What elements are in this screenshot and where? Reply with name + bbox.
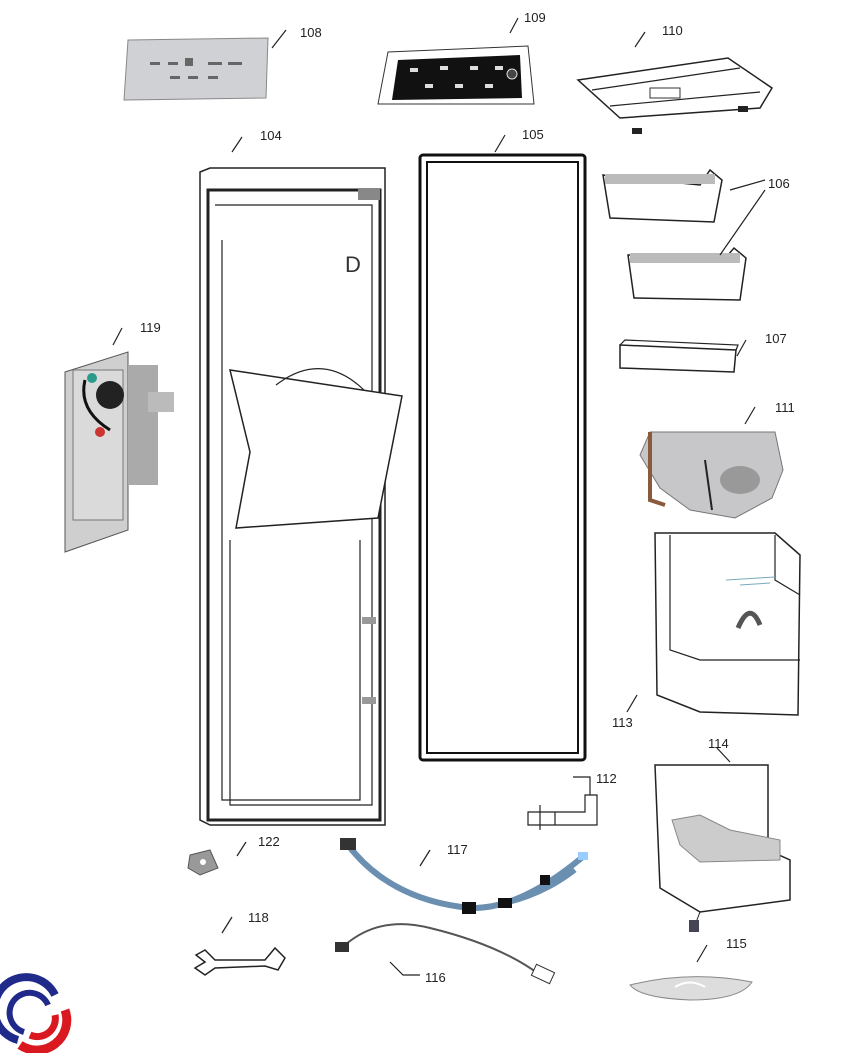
part-116-sensor-wire[interactable] xyxy=(335,923,556,985)
label-107: 107 xyxy=(765,331,787,346)
part-108-control-panel-cover[interactable] xyxy=(123,37,269,101)
part-117-wire-harness[interactable] xyxy=(340,838,588,914)
part-119-dispenser-housing[interactable] xyxy=(64,351,174,553)
part-111-ice-chute[interactable] xyxy=(639,431,784,519)
label-113: 113 xyxy=(612,715,633,730)
label-114: 114 xyxy=(708,736,729,751)
label-116: 116 xyxy=(425,970,446,985)
part-105-door-gasket[interactable] xyxy=(418,153,587,762)
part-113-ice-bucket[interactable] xyxy=(654,532,801,716)
label-110: 110 xyxy=(662,23,683,38)
label-109: 109 xyxy=(524,10,546,25)
label-104: 104 xyxy=(260,128,282,143)
label-111: 111 xyxy=(775,400,795,415)
label-115: 115 xyxy=(726,936,747,951)
label-119: 119 xyxy=(140,320,161,335)
part-110-bracket[interactable] xyxy=(576,57,774,134)
part-118-wrench[interactable] xyxy=(193,946,286,976)
part-115-drip-tray[interactable] xyxy=(629,976,753,1001)
label-106: 106 xyxy=(768,176,790,191)
brand-logo xyxy=(0,973,72,1053)
label-108: 108 xyxy=(300,25,322,40)
label-117: 117 xyxy=(447,842,468,857)
label-122: 122 xyxy=(258,834,280,849)
part-122-clip[interactable] xyxy=(187,849,219,876)
part-106-door-bins[interactable] xyxy=(602,168,747,301)
part-112-fitting[interactable] xyxy=(527,794,598,830)
part-107-dairy-bin[interactable] xyxy=(619,339,739,373)
part-109-control-board[interactable] xyxy=(377,45,535,105)
label-105: 105 xyxy=(522,127,544,142)
door-mark: D xyxy=(345,252,361,277)
part-104-door[interactable]: D xyxy=(199,167,403,826)
label-112: 112 xyxy=(596,771,617,786)
label-118: 118 xyxy=(248,910,269,925)
part-114-auger-housing[interactable] xyxy=(654,764,791,932)
